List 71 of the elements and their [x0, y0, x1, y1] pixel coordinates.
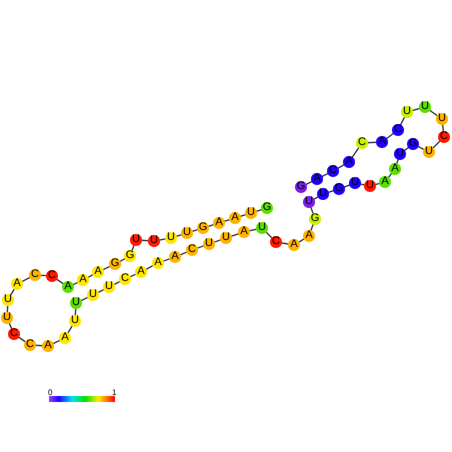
backbone-line [231, 233, 239, 237]
backbone-line [352, 147, 360, 158]
nucleotide-circle: A [288, 239, 300, 251]
nucleotide-circle: A [77, 274, 89, 286]
nucleotide-circle: A [303, 230, 315, 242]
nucleotide-circle: A [42, 340, 54, 352]
nucleotide-circle: A [62, 281, 74, 293]
nucleotide-circle: G [309, 213, 321, 225]
nucleotide-circle: U [436, 113, 448, 125]
nucleotide-circle: U [165, 232, 177, 244]
nucleotide-circle: G [109, 258, 121, 270]
nucleotide-circle: U [70, 297, 82, 309]
backbone-line [282, 242, 288, 245]
nucleotide-circle: U [220, 232, 232, 244]
nucleotide-circle: A [152, 257, 164, 269]
nucleotide-circle: C [327, 165, 339, 177]
nucleotide-circle: A [376, 136, 388, 148]
scale-tick-label: 1 [112, 389, 116, 397]
nucleotide-circle: U [203, 238, 215, 250]
nucleotide-circle: U [87, 289, 99, 301]
nucleotide-circle: C [8, 328, 20, 340]
nucleotide-circle: C [46, 270, 58, 282]
nucleotide-circle: C [438, 131, 450, 143]
nucleotide-circle: G [197, 222, 209, 234]
nucleotide-circle: C [24, 339, 36, 351]
nucleotide-circle: C [29, 269, 41, 281]
nucleotide-circle: U [69, 315, 81, 327]
nucleotide-circle: U [419, 101, 431, 113]
nucleotide-circle: C [119, 273, 131, 285]
nucleotide-circle: G [407, 138, 419, 150]
nucleotide-circle: G [333, 183, 345, 195]
nucleotide-circle: U [148, 235, 160, 247]
nucleotide-circle: C [186, 244, 198, 256]
nucleotide-circle: U [364, 180, 376, 192]
nucleotide-circle: A [238, 226, 250, 238]
nucleotide-circle: G [124, 250, 136, 262]
nucleotide-circle: A [11, 278, 23, 290]
nucleotide-circle: A [213, 217, 225, 229]
nucleotide-circle: A [379, 176, 391, 188]
nucleotide-circle: U [401, 106, 413, 118]
backbone-line [160, 238, 166, 241]
nucleotide-circle: G [295, 181, 307, 193]
nucleotide-circle: U [394, 148, 406, 160]
nucleotide-circle: A [135, 266, 147, 278]
nucleotide-circle: U [317, 188, 329, 200]
nucleotide-circle: U [130, 234, 142, 246]
nucleotide-circle: U [303, 196, 315, 208]
nucleotide-circle: C [270, 236, 282, 248]
nucleotide-circle: U [245, 207, 257, 219]
nucleotide-circle: A [92, 266, 104, 278]
nucleotide-circle: U [181, 227, 193, 239]
nucleotide-circle: U [2, 294, 14, 306]
nucleotide-circle: A [169, 251, 181, 263]
backbone-line [368, 142, 376, 144]
nucleotide-circle: U [256, 222, 268, 234]
nucleotide-circle: A [229, 212, 241, 224]
backbone-line [429, 110, 438, 116]
nucleotide-circle: G [261, 202, 273, 214]
scale-tick-label: 0 [48, 389, 52, 397]
nucleotide-circle: U [349, 177, 361, 189]
nucleotide-circle: A [389, 163, 401, 175]
nucleotide-circle: C [392, 124, 404, 136]
backbone-line [432, 140, 440, 148]
nucleotide-circle: A [311, 173, 323, 185]
nucleotide-circle: A [59, 332, 71, 344]
nucleotide-circle: U [423, 146, 435, 158]
nucleotide-circle: C [356, 137, 368, 149]
nucleotide-circle: U [1, 312, 13, 324]
nucleotide-circle: A [343, 156, 355, 168]
nucleotide-circle: U [103, 281, 115, 293]
backbone-line [442, 124, 444, 132]
